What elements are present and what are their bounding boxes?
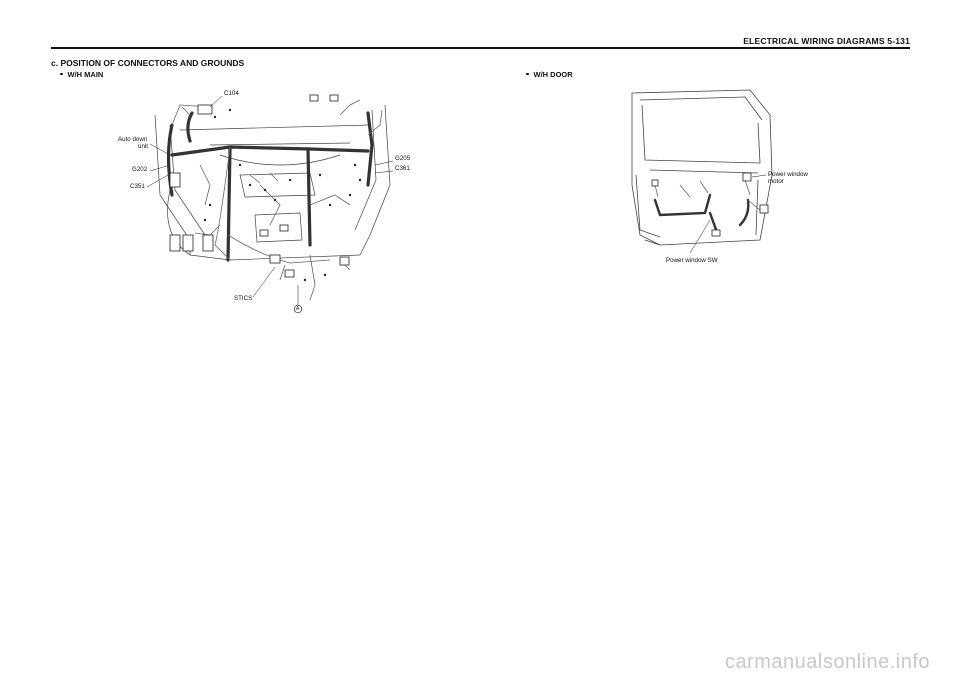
section-title: c. POSITION OF CONNECTORS AND GROUNDS [51,58,245,68]
main-harness-diagram: C104 Auto down unit G202 C351 G205 C361 … [110,85,430,325]
watermark: carmanualsonline.info [724,651,930,673]
bullet-icon [60,72,63,76]
door-harness-heading-text: W/H DOOR [533,70,573,79]
label-auto-down-unit: unit [138,143,148,150]
main-harness-heading: W/H MAIN [60,70,103,79]
label-g205: G205 [395,155,411,162]
page-header-title: ELECTRICAL WIRING DIAGRAMS 5-131 [743,36,910,46]
door-harness-heading: W/H DOOR [526,70,573,79]
bullet-icon [526,72,529,76]
main-harness-heading-text: W/H MAIN [67,70,104,79]
label-auto-down: Auto down [118,136,148,143]
label-c104: C104 [224,90,239,97]
label-g202: G202 [132,166,148,173]
label-c351: C351 [130,183,145,190]
label-power-window-switch: Power window SW [666,257,718,264]
door-harness-drawing [631,89,773,254]
label-power-window-motor-2: motor [768,178,784,185]
main-harness-drawing [146,94,394,314]
label-marker-a: A [296,306,300,312]
label-power-window-motor: Power window [768,171,808,178]
label-c361: C361 [395,165,410,172]
door-harness-diagram: Power window motor Power window SW [600,85,840,275]
label-stics: STICS [234,295,253,302]
header-rule [51,47,910,49]
